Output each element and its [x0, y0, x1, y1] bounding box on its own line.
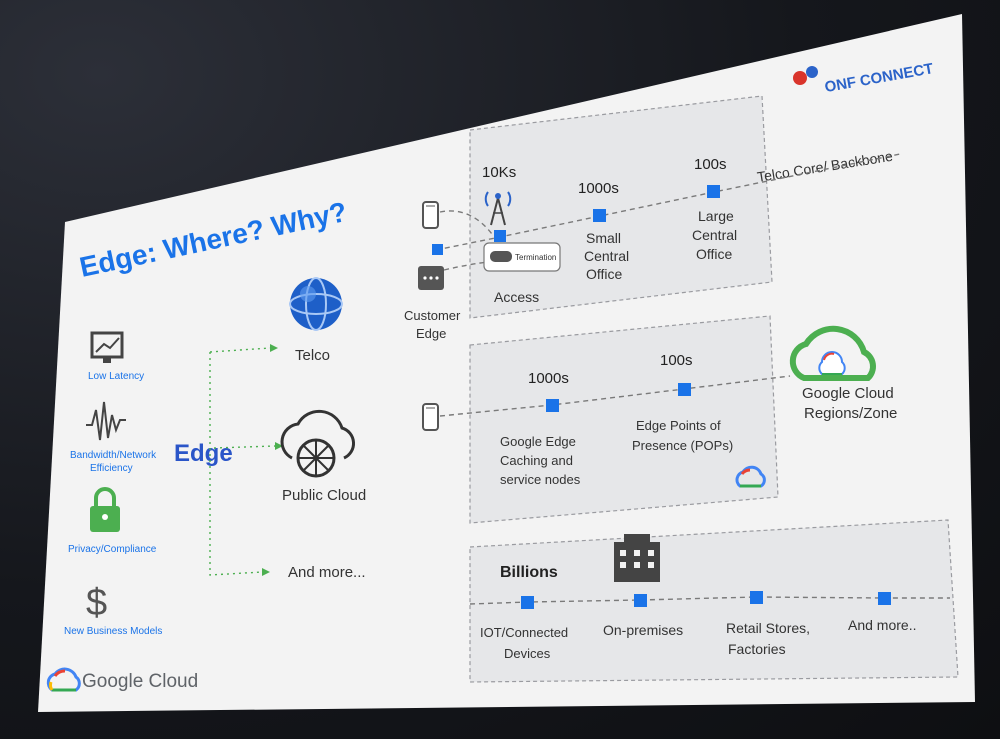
termination-box: Termination — [483, 242, 561, 272]
edge-caching-node — [546, 399, 559, 412]
access-node — [494, 230, 506, 242]
edge-caching-count: 1000s — [528, 370, 569, 387]
lock-icon — [90, 487, 120, 532]
edge-caching-line2: Caching and — [500, 453, 573, 468]
benefit-label: New Business Models — [64, 626, 162, 637]
region-line2: Regions/Zone — [804, 405, 897, 422]
edge-branch-trunk — [209, 352, 263, 576]
cloud-path-line — [439, 375, 791, 417]
small-co-line3: Office — [586, 266, 623, 282]
small-co-count: 1000s — [578, 180, 619, 197]
edge-branch-cloud-line — [213, 445, 276, 449]
large-co-line2: Central — [692, 227, 737, 243]
cpe-device-icon — [418, 266, 444, 290]
globe-icon — [289, 277, 343, 331]
benefit-label-line1: Bandwidth/Network — [70, 450, 157, 461]
customer-edge-node — [432, 244, 443, 255]
benefit-label-line2: Efficiency — [90, 463, 133, 474]
large-co-line3: Office — [696, 246, 733, 262]
pop-node — [678, 383, 691, 396]
benefit-low-latency: Low Latency — [88, 331, 144, 382]
and-more-label: And more... — [288, 564, 366, 581]
pop-line1: Edge Points of — [636, 418, 721, 433]
edge-label: Edge — [174, 440, 233, 467]
phone-to-access-link — [439, 210, 493, 235]
retail-line2: Factories — [728, 641, 786, 657]
pop-line2: Presence (POPs) — [632, 438, 733, 453]
footer-brand-text: Google Cloud — [82, 671, 198, 692]
cloud-wheel-icon — [280, 409, 355, 478]
dollar-icon: $ — [86, 582, 107, 624]
customer-edge-line2: Edge — [416, 326, 446, 341]
google-cloud-region-icon — [789, 325, 876, 381]
iot-node — [521, 596, 534, 609]
large-co-line1: Large — [698, 208, 734, 224]
google-cloud-mini-logo — [735, 465, 766, 488]
pop-count: 100s — [660, 352, 693, 369]
small-co-line2: Central — [584, 248, 629, 264]
large-co-node — [707, 185, 720, 198]
benefit-business: $ New Business Models — [64, 582, 162, 637]
public-cloud-branch: Public Cloud — [280, 409, 366, 504]
more-node — [878, 592, 891, 605]
region-line1: Google Cloud — [802, 385, 894, 402]
telco-branch: Telco — [289, 277, 343, 364]
public-cloud-label: Public Cloud — [282, 487, 366, 504]
iot-line1: IOT/Connected — [480, 625, 568, 640]
phone-icon — [422, 201, 439, 229]
on-prem-line1: On-premises — [603, 622, 683, 638]
small-co-node — [593, 209, 606, 222]
edge-caching-line3: service nodes — [500, 472, 581, 487]
edge-caching-line1: Google Edge — [500, 434, 576, 449]
large-co-count: 100s — [694, 156, 727, 173]
iot-panel: Billions IOT/Connected Devices On-premis… — [469, 519, 959, 683]
iot-count: Billions — [500, 564, 558, 581]
monitor-chart-icon — [90, 331, 124, 363]
benefit-label: Low Latency — [88, 371, 144, 382]
termination-label: Termination — [515, 253, 556, 262]
small-co-line1: Small — [586, 230, 621, 246]
benefit-label: Privacy/Compliance — [68, 544, 157, 555]
retail-line1: Retail Stores, — [726, 620, 810, 636]
retail-node — [750, 591, 763, 604]
waveform-icon — [86, 401, 126, 441]
phone-icon — [422, 403, 439, 431]
cpe-to-termination-link — [443, 261, 489, 271]
cloud-panel: 1000s Google Edge Caching and service no… — [422, 315, 897, 524]
access-label: Access — [494, 289, 539, 305]
iot-path-line — [469, 596, 950, 605]
telco-label: Telco — [295, 347, 330, 364]
cell-tower-icon — [484, 191, 512, 226]
edge-branch-telco-line — [209, 347, 271, 353]
on-prem-node — [634, 594, 647, 607]
access-count: 10Ks — [482, 164, 516, 181]
benefit-privacy: Privacy/Compliance — [68, 487, 157, 555]
customer-edge-line1: Customer — [404, 308, 461, 323]
iot-line2: Devices — [504, 646, 551, 661]
more-line1: And more.. — [848, 617, 916, 633]
building-icon — [614, 534, 660, 582]
benefit-bandwidth: Bandwidth/Network Efficiency — [70, 401, 157, 474]
google-cloud-footer-logo: Google Cloud — [46, 667, 198, 692]
